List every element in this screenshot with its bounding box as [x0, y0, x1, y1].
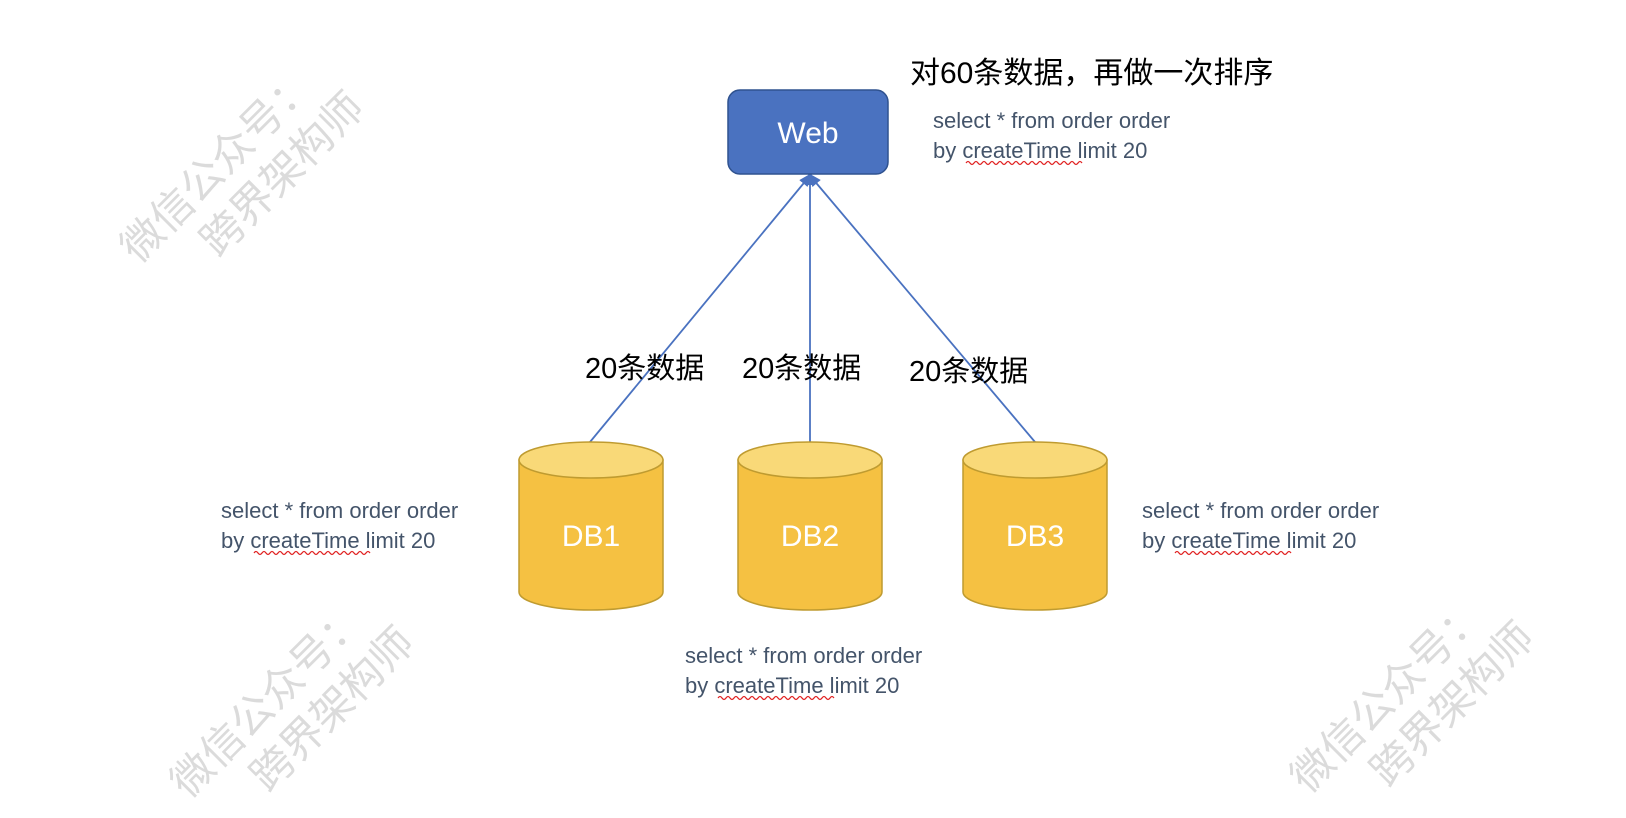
db1-query: select * from order order by createTime …: [221, 498, 458, 556]
watermark: 微信公众号： 跨界架构师: [1281, 590, 1543, 801]
svg-text:by createTime limit 20: by createTime limit 20: [221, 528, 435, 553]
db1-label: DB1: [562, 520, 620, 553]
edge-db3-web: [807, 172, 1036, 443]
svg-text:select * from order order: select * from order order: [1142, 498, 1379, 523]
svg-text:by createTime limit 20: by createTime limit 20: [1142, 528, 1356, 553]
edge-label-db3: 20条数据: [909, 355, 1028, 388]
svg-text:by createTime limit 20: by createTime limit 20: [685, 673, 899, 698]
db2-label: DB2: [781, 520, 839, 553]
svg-text:by createTime limit 20: by createTime limit 20: [933, 138, 1147, 163]
db1-cylinder[interactable]: DB1: [518, 441, 664, 611]
db2-cylinder[interactable]: DB2: [737, 441, 883, 611]
web-label: Web: [777, 117, 838, 150]
watermark: 微信公众号： 跨界架构师: [111, 60, 373, 271]
db3-query: select * from order order by createTime …: [1142, 498, 1379, 556]
web-node[interactable]: Web: [727, 89, 889, 175]
db2-query: select * from order order by createTime …: [685, 643, 922, 701]
db3-cylinder[interactable]: DB3: [962, 441, 1108, 611]
svg-text:select * from order order: select * from order order: [933, 108, 1170, 133]
web-query: select * from order order by createTime …: [933, 108, 1170, 166]
edge-label-db1: 20条数据: [585, 352, 704, 385]
edge-label-db2: 20条数据: [742, 352, 861, 385]
svg-text:select * from order order: select * from order order: [685, 643, 922, 668]
title: 对60条数据，再做一次排序: [910, 57, 1273, 90]
svg-text:select * from order order: select * from order order: [221, 498, 458, 523]
watermark: 微信公众号： 跨界架构师: [161, 595, 423, 806]
db3-label: DB3: [1006, 520, 1064, 553]
edge-db1-web: [589, 172, 813, 443]
